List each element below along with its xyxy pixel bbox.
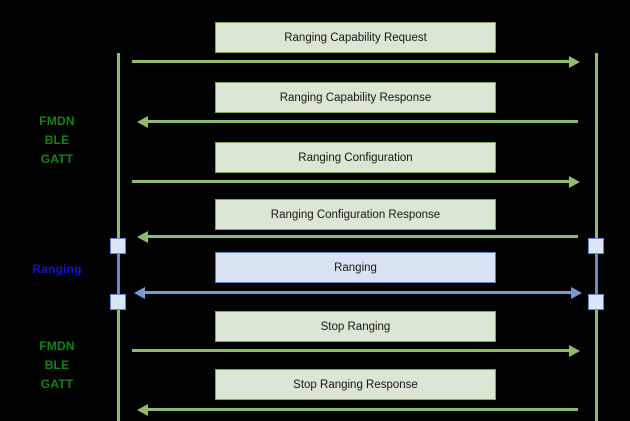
message-label: Stop Ranging Response [293,378,418,391]
arrow-head-right-icon [569,344,580,357]
left-lifeline-upper [117,53,120,240]
message-box-stop-ranging-response: Stop Ranging Response [215,369,496,400]
message-arrow-line-ranging-capability-response [148,120,578,123]
message-label: Ranging [334,261,377,274]
right-activation-start [588,238,604,254]
arrow-head-left-icon [137,403,148,416]
message-box-stop-ranging: Stop Ranging [215,311,496,342]
right-activation-end [588,294,604,310]
arrow-head-right-icon [569,55,580,68]
arrow-head-right-icon [569,175,580,188]
left-lifeline-ranging-segment [117,252,120,297]
left-lifeline-lower [117,309,120,421]
arrow-head-left-icon [137,230,148,243]
message-box-ranging-capability-request: Ranging Capability Request [215,22,496,53]
arrow-head-left-icon [137,115,148,128]
message-arrow-line-ranging-configuration [132,180,569,183]
message-label: Ranging Capability Response [279,91,432,104]
right-lifeline-ranging-segment [595,252,598,297]
message-label: Ranging Capability Request [284,31,427,44]
left-activation-end [110,294,126,310]
message-arrow-line-stop-ranging-response [148,408,578,411]
phase-label-ranging: Ranging [32,262,82,276]
message-arrow-line-ranging-configuration-response [148,235,578,238]
message-arrow-line-ranging-capability-request [132,60,569,63]
right-lifeline-upper [595,53,598,240]
right-lifeline-lower [595,309,598,421]
message-label: Ranging Configuration Response [270,208,441,221]
message-box-ranging-configuration: Ranging Configuration [215,142,496,173]
message-label: Stop Ranging [320,320,391,333]
message-box-ranging: Ranging [215,252,496,283]
message-arrow-line-stop-ranging [132,349,569,352]
phase-label-fmdn-ble-gatt-bottom: FMDN BLE GATT [39,339,75,391]
left-activation-start [110,238,126,254]
arrow-head-left-icon [134,286,145,299]
message-box-ranging-capability-response: Ranging Capability Response [215,82,496,113]
phase-label-fmdn-ble-gatt-top: FMDN BLE GATT [39,114,75,166]
message-box-ranging-configuration-response: Ranging Configuration Response [215,199,496,230]
message-arrow-line-ranging [145,291,571,294]
message-label: Ranging Configuration [298,151,413,164]
arrow-head-right-icon [571,286,582,299]
